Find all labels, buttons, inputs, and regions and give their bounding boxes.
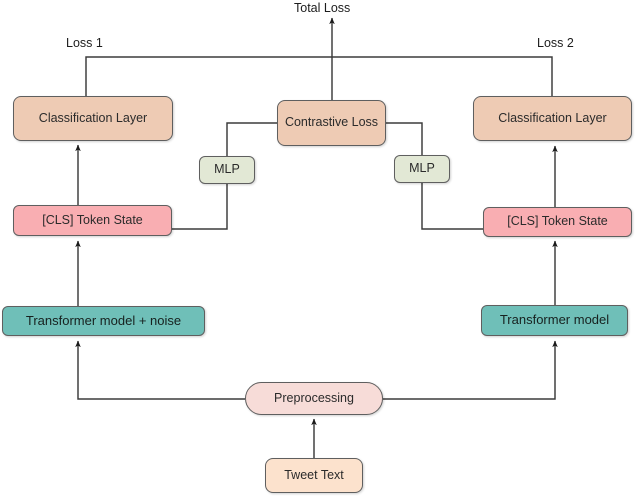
tweet-text-node[interactable]: Tweet Text <box>265 458 363 493</box>
tweet-text-label: Tweet Text <box>284 467 344 482</box>
mlp-left-label: MLP <box>214 162 240 177</box>
cls-token-state-right-node[interactable]: [CLS] Token State <box>483 207 632 237</box>
edge-cls-right-to-mlp-right <box>421 183 483 230</box>
edge-preprocessing-to-transformer-right <box>383 340 558 400</box>
transformer-model-noise-node[interactable]: Transformer model + noise <box>2 306 205 336</box>
edge-classification-left-to-total-loss <box>85 56 332 96</box>
classification-layer-left-node[interactable]: Classification Layer <box>13 96 173 141</box>
transformer-model-noise-label: Transformer model + noise <box>25 312 182 328</box>
loss-1-label: Loss 1 <box>66 36 103 50</box>
mlp-right-node[interactable]: MLP <box>394 155 450 183</box>
edge-mlp-left-to-contrastive-loss <box>226 122 277 156</box>
classification-layer-right-node[interactable]: Classification Layer <box>473 96 632 141</box>
loss-2-label: Loss 2 <box>537 36 574 50</box>
contrastive-loss-node[interactable]: Contrastive Loss <box>277 100 386 146</box>
edge-classification-right-to-total-loss <box>332 56 553 96</box>
total-loss-label: Total Loss <box>294 1 351 15</box>
classification-layer-right-label: Classification Layer <box>498 110 607 125</box>
classification-layer-left-label: Classification Layer <box>38 110 148 125</box>
edge-mlp-right-to-contrastive-loss <box>386 122 423 155</box>
preprocessing-label: Preprocessing <box>274 390 354 405</box>
transformer-model-label: Transformer model <box>499 312 610 328</box>
cls-token-state-left-node[interactable]: [CLS] Token State <box>13 205 172 236</box>
transformer-model-node[interactable]: Transformer model <box>481 305 628 336</box>
preprocessing-node[interactable]: Preprocessing <box>245 382 383 415</box>
edge-preprocessing-to-transformer-left <box>75 340 245 400</box>
mlp-left-node[interactable]: MLP <box>199 156 255 184</box>
mlp-right-label: MLP <box>409 161 435 176</box>
cls-token-state-left-label: [CLS] Token State <box>42 212 143 227</box>
contrastive-loss-label: Contrastive Loss <box>284 115 379 130</box>
edge-cls-left-to-mlp-left <box>172 184 228 230</box>
cls-token-state-right-label: [CLS] Token State <box>507 214 608 229</box>
